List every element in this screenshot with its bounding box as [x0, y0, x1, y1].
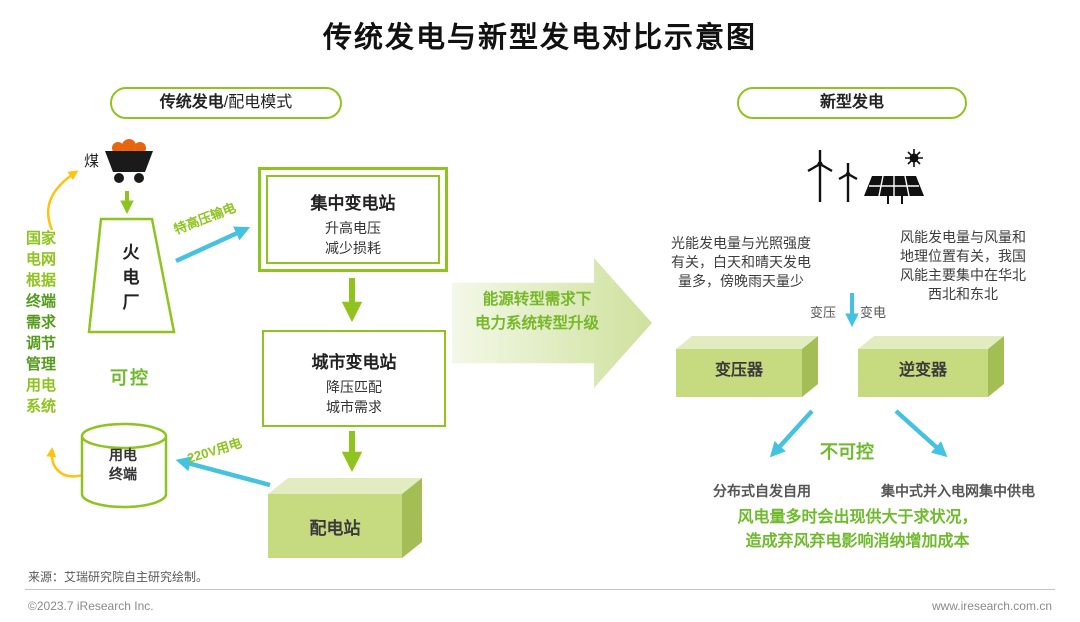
copyright-text: ©2023.7 iResearch Inc.	[28, 599, 154, 613]
terminal-label: 用电 终端	[109, 447, 137, 482]
wind-surplus-warning: 风电量多时会出现供大于求状况， 造成弃风弃电影响消纳增加成本	[737, 509, 978, 550]
city-substation-body: 降压匹配 城市需求	[326, 379, 382, 415]
wind-turbine-icon	[807, 150, 858, 202]
thermal-plant-label: 火 电 厂	[122, 243, 140, 312]
uhv-transmission-label: 特高压输电	[171, 199, 238, 238]
controllable-label: 可控	[110, 368, 150, 388]
central-substation-inner: 集中变电站 升高电压 减少损耗	[266, 175, 440, 264]
traditional-section-pill: 传统发电/配电模式	[110, 87, 342, 119]
central-substation-body: 升高电压 减少损耗	[325, 220, 381, 256]
coal-label: 煤	[84, 153, 100, 170]
grid-note-part2: 终端 需求 调节 管理	[25, 293, 56, 373]
central-substation-title: 集中变电站	[310, 194, 396, 213]
traditional-pill-bold: 传统发电	[159, 94, 224, 111]
inverter-box	[858, 336, 1004, 397]
inverter-label: 逆变器	[898, 362, 947, 379]
transformer-label: 变压器	[714, 362, 763, 379]
distribution-station-label: 配电站	[309, 519, 361, 538]
modern-section-pill: 新型发电	[737, 87, 967, 119]
traditional-pill-rest: /配电模式	[223, 94, 293, 111]
terminal-cylinder	[80, 422, 168, 509]
grid-note-part1: 国家 电网 根据	[25, 230, 56, 289]
national-grid-note: 国家 电网 根据 终端 需求 调节 管理 用电 系统	[20, 228, 62, 417]
arrow-to-distributed	[769, 409, 814, 458]
city-substation-box: 城市变电站 降压匹配 城市需求	[262, 330, 446, 427]
wind-solar-icons	[807, 149, 924, 204]
voltage-transform-label: 变压	[810, 305, 837, 320]
centralized-use-label: 集中式并入电网集中供电	[881, 483, 1035, 499]
source-note: 来源：艾瑞研究院自主研究绘制。	[28, 570, 209, 584]
website-text: www.iresearch.com.cn	[931, 599, 1052, 613]
page-title: 传统发电与新型发电对比示意图	[322, 22, 757, 54]
central-substation-box: 集中变电站 升高电压 减少损耗	[258, 167, 448, 272]
distributed-use-label: 分布式自发自用	[713, 483, 811, 499]
city-substation-title: 城市变电站	[311, 353, 397, 372]
thermal-plant-shape	[87, 217, 176, 334]
solar-generation-note: 光能发电量与光照强度 有关，白天和晴天发电 量多，傍晚雨天量少	[671, 235, 811, 289]
v220-label: 220V用电	[185, 435, 244, 466]
footer-divider	[25, 589, 1055, 590]
transition-label: 能源转型需求下 电力系统转型升级	[474, 291, 599, 332]
power-transform-label: 变电	[860, 305, 887, 320]
transformer-box	[676, 336, 818, 397]
wind-generation-note: 风能发电量与风量和 地理位置有关，我国 风能主要集中在华北 西北和东北	[900, 229, 1026, 302]
grid-note-part3: 用电 系统	[25, 377, 56, 415]
arrow-to-centralized	[894, 409, 948, 458]
uncontrollable-label: 不可控	[820, 442, 874, 462]
solar-panel-icon	[864, 149, 924, 204]
coal-cart-icon	[105, 139, 153, 183]
distribution-station-box	[268, 478, 422, 558]
arrow-grid-to-coal	[46, 170, 79, 231]
